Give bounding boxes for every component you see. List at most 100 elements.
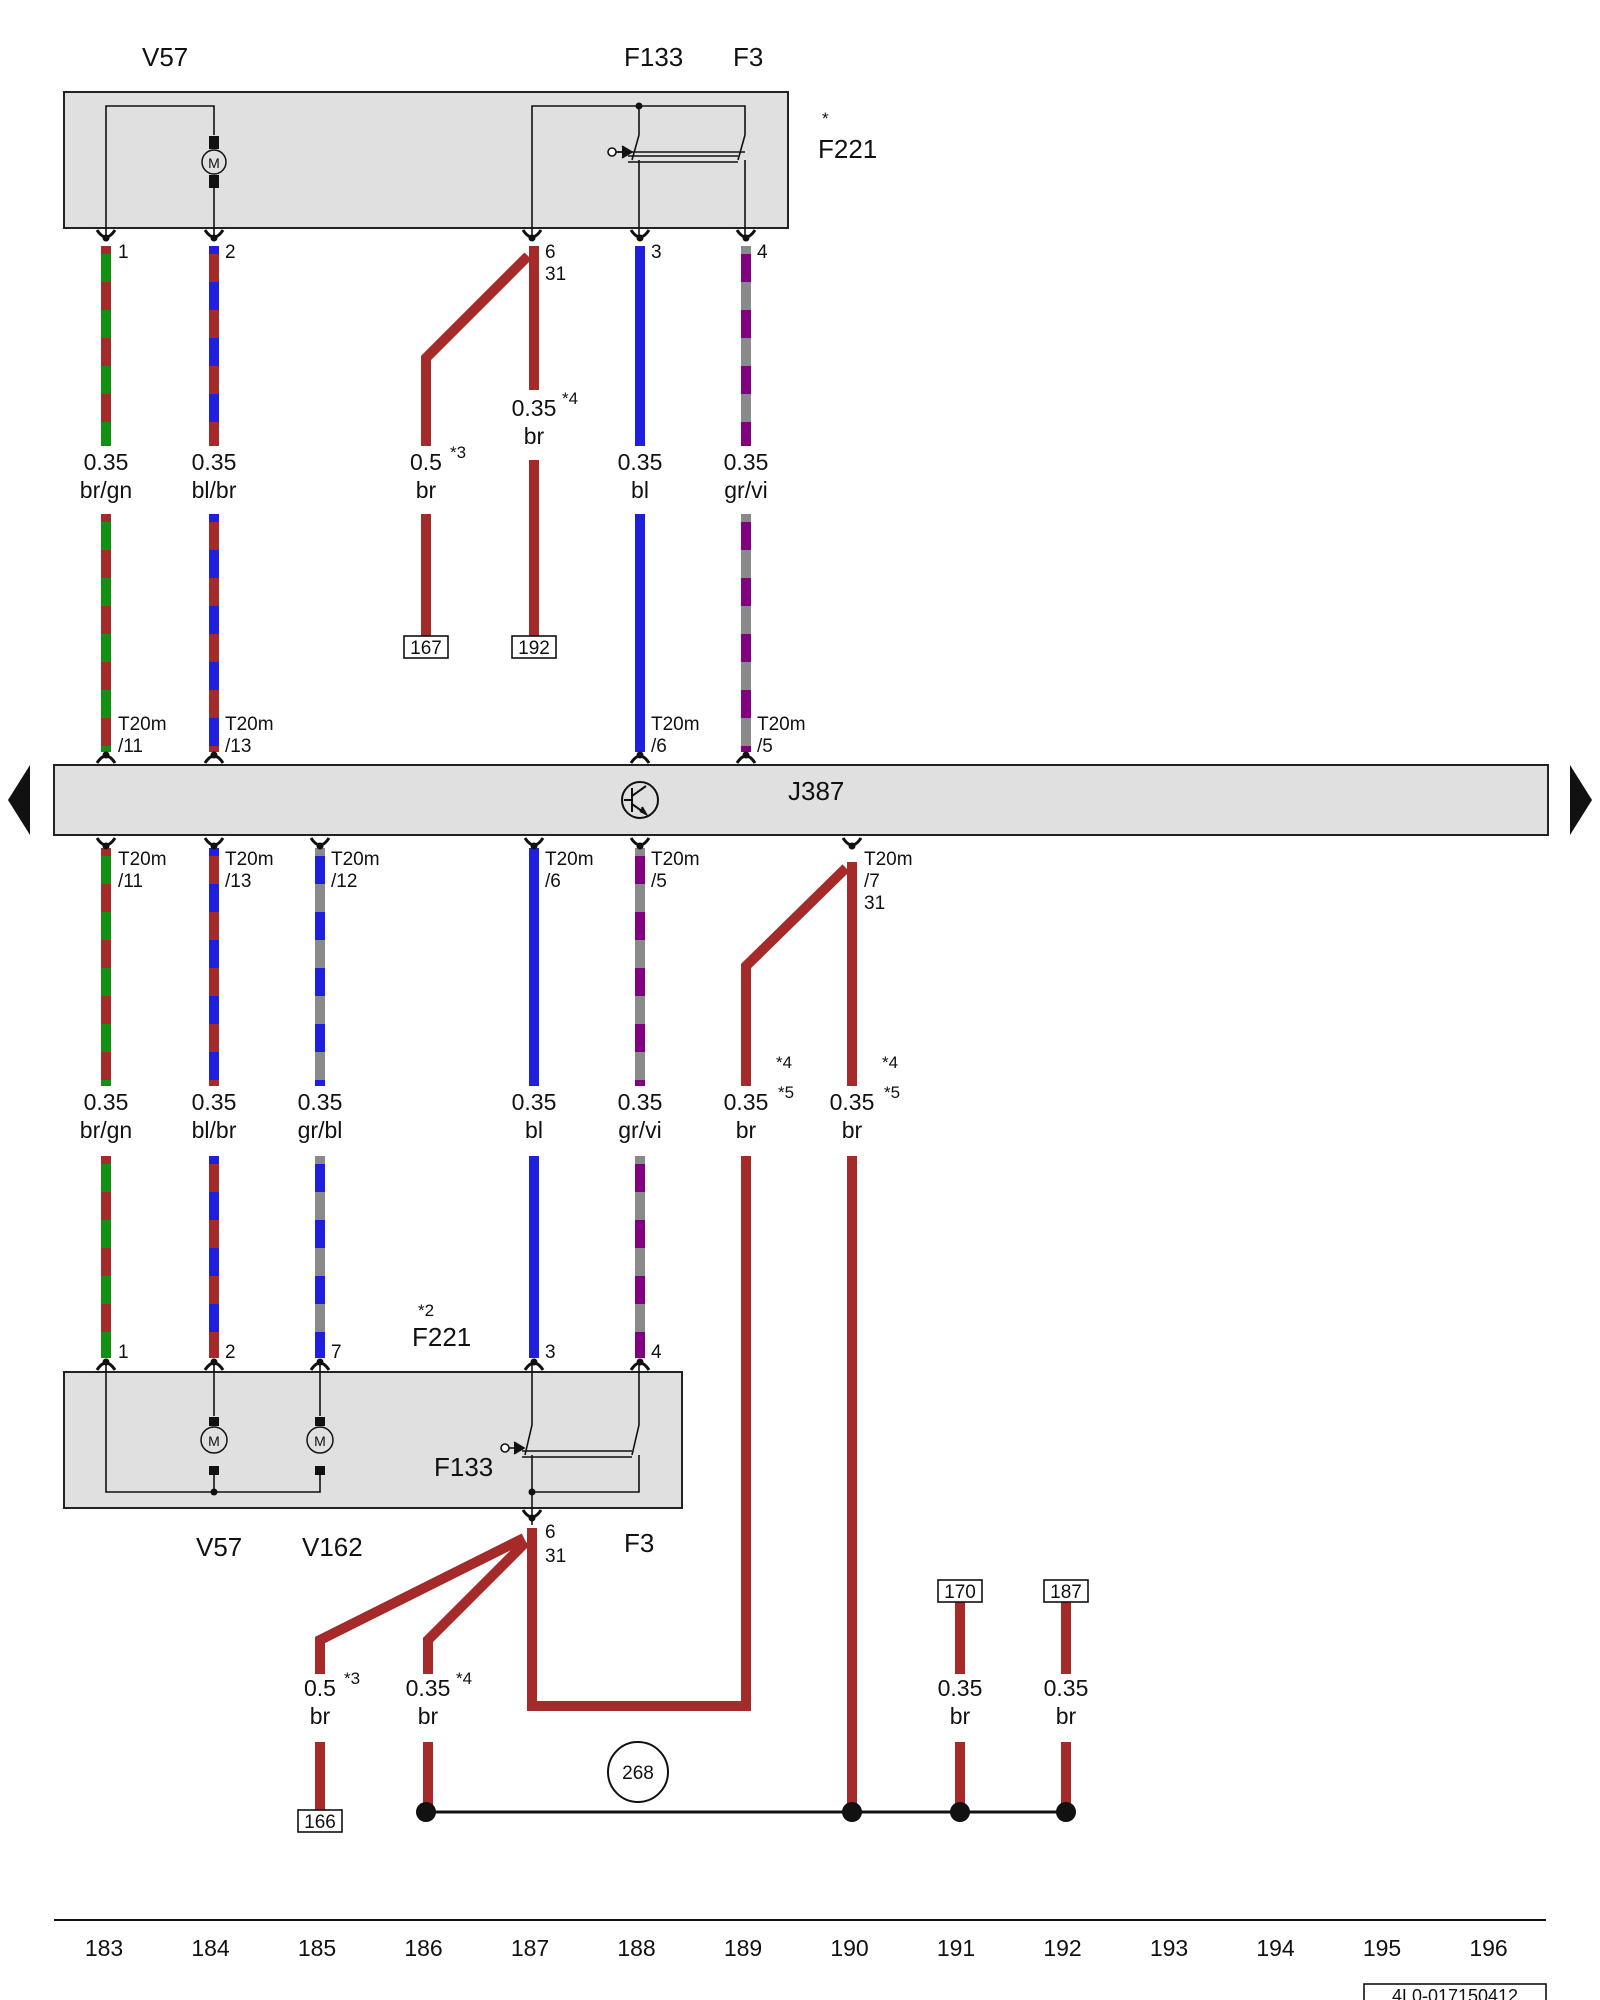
wire-stripe [741,422,751,446]
connector-name: T20m [225,714,274,735]
wire-stripe [741,310,751,338]
label-v57-top: V57 [142,42,188,72]
wire-segment [101,246,111,446]
wire-color: br [736,1117,757,1143]
wire-stripe [209,746,219,752]
wire-note: *4 [882,1053,898,1072]
pin-2: 2 [225,1342,236,1363]
wire-color: bl [631,477,649,503]
wire-stripe [209,634,219,662]
label-f221-bottom: F221 [412,1322,471,1352]
reference-number: 167 [410,638,442,659]
wire-stripe [101,968,111,996]
wire-size: 0.35 [724,1089,769,1115]
pin-4: 4 [757,242,768,263]
pin-6-ground: 31 [545,1546,566,1567]
arrow-left-icon[interactable] [8,765,30,835]
junction-dot [528,1488,536,1496]
top-pin-labels: 1 2 6 31 3 4 [118,242,768,285]
reference-number: 187 [1050,1582,1082,1603]
svg-text:M: M [208,155,220,171]
wire-note: *4 [562,389,578,408]
reference-box[interactable]: 187 [1043,1579,1089,1603]
wire-segment [101,514,111,752]
svg-text:M: M [314,1433,326,1449]
wire-stripe [101,690,111,718]
wire-path [741,864,850,1086]
wire-stripe [101,1080,111,1086]
wire-size: 0.35 [84,449,129,475]
ground-point-circle[interactable]: 268 [607,1741,669,1803]
wire-stripe [209,1164,219,1192]
wire-color: br [416,477,437,503]
column-number: 194 [1256,1935,1295,1961]
connector-pin: /6 [651,736,667,757]
pin-6-ground: 31 [545,264,566,285]
wire-color: br [524,423,545,449]
wire-stripe [101,254,111,282]
wire-stripe [101,1164,111,1192]
reference-number: 166 [304,1812,336,1833]
connector-pin: /11 [118,736,143,757]
column-number: 184 [191,1935,230,1961]
terminal-dot [530,1358,538,1366]
terminal-dot [636,751,644,759]
wire-segment [741,246,751,446]
wire-stripe [101,522,111,550]
wire-stripe [101,310,111,338]
column-number: 195 [1363,1935,1401,1961]
connector-name: T20m [118,714,167,735]
reference-number: 192 [518,638,550,659]
wire-color: bl [525,1117,543,1143]
column-number: 189 [724,1935,762,1961]
wire-segment [635,514,645,752]
wire-segment [529,848,539,1086]
wire-labels-top: 0.35 br/gn 0.35 bl/br 0.5 *3 br 0.35 *4 … [80,389,769,503]
wire-segment [741,514,751,752]
connector-pin: /5 [651,871,667,892]
reference-box[interactable]: 166 [297,1809,343,1833]
reference-box[interactable]: 170 [937,1579,983,1603]
wire-stripe [209,690,219,718]
note-f221-top: * [822,109,829,128]
wire-stripe [315,1332,325,1358]
wire-stripe [315,856,325,884]
terminal-dot [742,751,750,759]
wire-note: *3 [344,1669,360,1688]
wire-stripe [101,1332,111,1358]
switch-icon [607,134,746,168]
reference-box[interactable]: 167 [403,635,449,659]
note-f221-bottom: *2 [418,1301,434,1320]
terminal-dot [742,234,750,242]
label-f221-top: F221 [818,134,877,164]
wire-stripe [635,912,645,940]
bottom-pin-labels: 1 2 7 3 4 6 31 [118,1342,662,1567]
wire-stripe [635,1024,645,1052]
wire-stripe [101,1276,111,1304]
wire-stripe [101,746,111,752]
wire-stripe [741,366,751,394]
reference-box[interactable]: 192 [511,635,557,659]
wires [95,229,1071,1812]
connector-pin: /11 [118,871,143,892]
label-f133-top: F133 [624,42,683,72]
column-number: 188 [617,1935,655,1961]
wire-size: 0.5 [410,449,442,475]
terminal-dot [102,1358,110,1366]
terminal-dot [102,234,110,242]
wire-segment [209,246,219,446]
wire-color: br/gn [80,477,132,503]
pin-3: 3 [545,1342,556,1363]
wire-color: gr/bl [298,1117,343,1143]
wire-size: 0.35 [724,449,769,475]
terminal-dot [316,842,324,850]
wire-color: br [842,1117,863,1143]
connector-name: T20m [225,849,274,870]
label-j387: J387 [788,776,844,806]
terminal-dot [210,751,218,759]
svg-text:M: M [208,1433,220,1449]
wire-note: *5 [884,1083,900,1102]
terminal-dot [210,842,218,850]
arrow-right-icon[interactable] [1570,765,1592,835]
